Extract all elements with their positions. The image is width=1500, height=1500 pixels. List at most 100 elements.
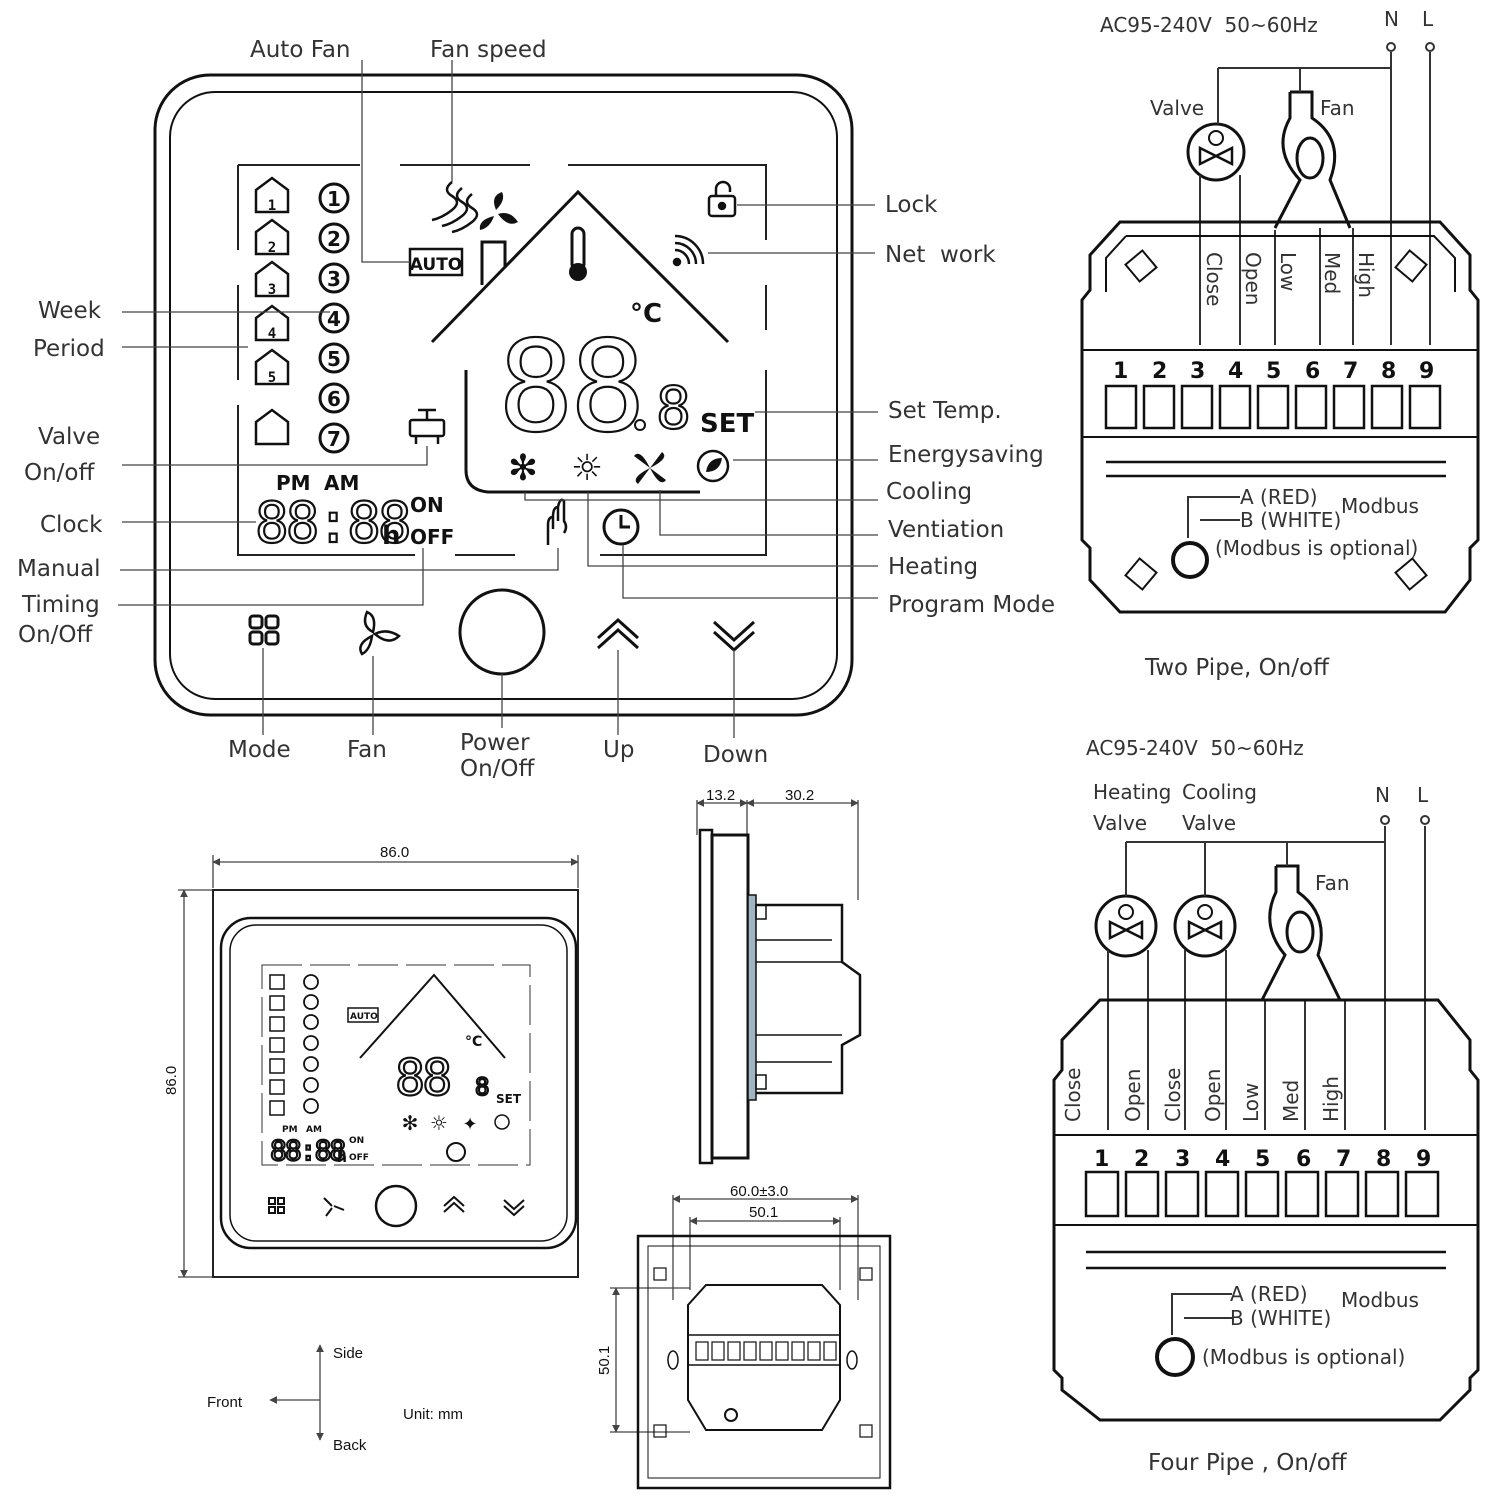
svg-text:PM: PM [282,1125,298,1135]
four-term-med: Med [1279,1080,1303,1122]
dim-height: 86.0 [163,1066,180,1095]
svg-text:2: 2 [1152,359,1167,384]
network-icon [672,234,705,267]
two-terminal-body [1080,220,1480,614]
svg-text:4: 4 [1228,359,1243,384]
svg-text:ON: ON [349,1136,364,1146]
house-outline [430,189,730,494]
energysaving-icon [696,449,730,483]
lock-icon [707,180,737,218]
callout-lines [118,60,878,738]
svg-text:5: 5 [1266,359,1281,384]
svg-text:AM: AM [306,1125,322,1135]
wiring-two-pipe: AC95-240V 50~60Hz N L Valve Fan Close Op… [1080,7,1480,681]
pm-label: PM [276,471,311,495]
svg-text:1: 1 [327,187,341,211]
four-fan-symbol [1260,864,1342,1001]
dim-depth-b: 30.2 [785,787,814,804]
four-term-low: Low [1239,1083,1263,1122]
svg-text:4: 4 [327,307,341,331]
callout-valve-onoff: On/off [24,460,96,486]
callout-period: Period [33,336,105,362]
manual-icon [546,498,568,545]
svg-text:AUTO: AUTO [350,1012,378,1022]
callout-set-temp: Set Temp. [888,398,1002,424]
dimension-side: 13.2 30.2 [696,787,862,1165]
two-modbus-a: A (RED) [1240,485,1318,509]
four-modbus: Modbus [1341,1288,1419,1312]
callout-cooling: Cooling [886,479,972,505]
callout-timing: Timing [21,592,100,618]
thermostat-front: 1 2 3 4 5 1 2 3 4 5 6 7 AUTO [153,73,854,717]
dim-width: 86.0 [380,844,409,861]
four-l: L [1417,783,1429,807]
svg-text:2: 2 [1134,1147,1149,1172]
callout-auto-fan: Auto Fan [250,37,351,63]
valve-icon [408,408,446,444]
up-button[interactable] [596,617,640,650]
two-supply: AC95-240V 50~60Hz [1100,13,1318,37]
four-cooling: Cooling [1182,780,1257,804]
label-fan: Fan [347,737,387,763]
dimension-front: 86.0 86.0 88 8 SET °C AUTO 88:88 h ON OF… [163,844,579,1454]
period-6: 6 [318,382,350,414]
svg-text:1: 1 [268,198,276,214]
up-icon [596,617,640,650]
mode-button[interactable] [248,614,280,646]
four-heating-valve: Valve [1093,811,1147,835]
four-fan-label: Fan [1315,871,1350,895]
four-cooling-valve: Valve [1182,811,1236,835]
four-term-numbers: 1 2 3 4 5 6 7 8 9 [1094,1147,1431,1172]
period-icons [254,176,290,446]
label-power: Power [460,730,530,756]
callout-ventiation: Ventiation [888,517,1004,543]
callout-heating: Heating [888,554,978,580]
fan-button[interactable] [359,610,401,656]
svg-text:3: 3 [1175,1147,1190,1172]
svg-text:6: 6 [327,387,341,411]
label-power-onoff: On/Off [460,756,536,782]
two-modbus-b: B (WHITE) [1240,508,1341,532]
four-term-close-1: Close [1061,1068,1085,1122]
callout-timing-onoff: On/Off [18,622,94,648]
svg-text:8: 8 [1376,1147,1391,1172]
dim-back-height: 50.1 [596,1346,613,1375]
two-modbus-port [1171,541,1209,579]
four-term-blocks [1084,1170,1446,1270]
outer-frame [153,73,854,717]
dim-front: Front [207,1394,243,1411]
power-button[interactable] [458,588,546,676]
svg-text:7: 7 [1336,1147,1351,1172]
off-label: OFF [410,525,454,549]
svg-text:OFF: OFF [349,1153,369,1163]
two-valve-label: Valve [1150,96,1204,120]
callout-week: Week [38,298,102,324]
two-term-med: Med [1320,252,1344,294]
callout-manual: Manual [17,556,101,582]
four-term-high: High [1319,1076,1343,1122]
unit-label: °C [630,299,662,329]
down-button[interactable] [712,620,756,653]
svg-text:✦: ✦ [462,1114,477,1135]
svg-text:SET: SET [496,1092,522,1106]
svg-text:2: 2 [268,240,276,256]
four-modbus-a: A (RED) [1230,1282,1308,1306]
four-terminal-body [1052,998,1480,1422]
fan-speed-icon [431,181,479,234]
dimension-back: 60.0±3.0 50.1 50.1 [596,1183,892,1490]
svg-text:88: 88 [395,1049,449,1107]
period-3: 3 [318,262,350,294]
auto-fan-label: AUTO [410,255,463,275]
svg-text:1: 1 [1113,359,1128,384]
two-term-blocks [1104,384,1446,478]
fan-icon-lcd [479,192,518,230]
two-caption: Two Pipe, On/off [1144,655,1330,681]
label-mode: Mode [228,737,291,763]
svg-text:9: 9 [1416,1147,1431,1172]
inner-frame [169,91,838,700]
wiring-four-pipe: AC95-240V 50~60Hz N L Heating Valve Cool… [1052,736,1480,1476]
four-heating: Heating [1093,780,1171,804]
svg-text:☼: ☼ [430,1111,448,1135]
period-list: 1 2 3 4 5 6 7 [318,182,350,454]
